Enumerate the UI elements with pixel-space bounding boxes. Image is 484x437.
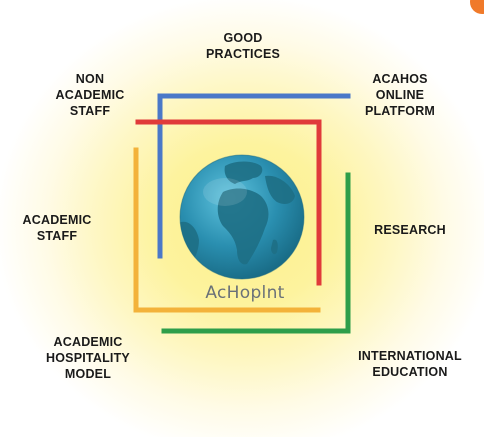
globe-icon — [177, 152, 307, 282]
corner-accent — [470, 0, 484, 14]
orange-bracket — [133, 147, 321, 313]
label-acahos-online-platform: ACAHOS ONLINE PLATFORM — [364, 72, 436, 118]
red-bracket — [135, 119, 322, 286]
label-good-practices: GOOD PRACTICES — [205, 31, 281, 61]
blue-bracket — [157, 93, 351, 259]
label-non-academic-staff: NON ACADEMIC STAFF — [55, 72, 125, 118]
logo-text: AcHoplnt — [205, 283, 285, 303]
label-academic-hospitality-model: ACADEMIC HOSPITALITY MODEL — [46, 335, 130, 381]
green-bracket — [161, 172, 351, 334]
label-academic-staff: ACADEMIC STAFF — [22, 213, 92, 243]
label-international-education: INTERNATIONAL EDUCATION — [358, 349, 462, 379]
label-research: RESEARCH — [374, 223, 446, 237]
